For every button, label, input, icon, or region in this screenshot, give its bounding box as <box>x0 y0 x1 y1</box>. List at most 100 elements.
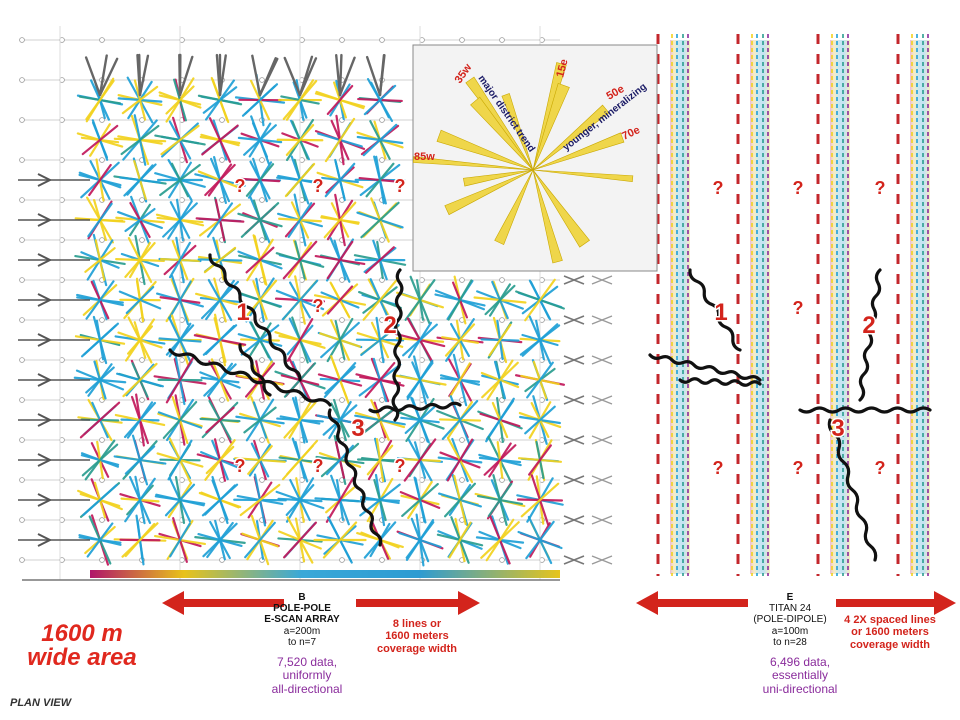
array-ray <box>98 54 108 97</box>
array-ray <box>125 285 155 315</box>
array-ray <box>282 240 318 280</box>
zone-label: ? <box>713 458 724 478</box>
array-ray <box>88 163 112 197</box>
left-array: E-SCAN ARRAY <box>264 614 340 626</box>
array-ray <box>360 323 400 357</box>
station-marker <box>339 277 345 283</box>
station-marker <box>339 37 345 43</box>
zone-label: ? <box>793 178 804 198</box>
array-ray <box>205 279 235 321</box>
array-ray <box>81 124 119 156</box>
station-marker <box>19 477 25 483</box>
station-marker <box>99 117 105 123</box>
array-ray <box>326 285 354 315</box>
array-ray <box>165 356 195 404</box>
coverage-arrows <box>162 591 956 615</box>
station-marker <box>19 517 25 523</box>
left-data-1: 7,520 data, <box>276 655 338 669</box>
array-ray <box>298 57 318 97</box>
station-marker <box>339 557 345 563</box>
array-ray <box>159 163 201 197</box>
array-ray <box>244 521 276 559</box>
array-ray <box>84 56 102 97</box>
right-data-2: essentially <box>771 668 829 683</box>
station-marker <box>499 277 505 283</box>
array-ray <box>203 246 237 274</box>
right-data-3: uni-directional <box>762 681 838 696</box>
station-marker <box>259 77 265 83</box>
array-ray <box>87 202 113 238</box>
zone-label: ? <box>313 176 324 196</box>
array-ray <box>168 280 192 320</box>
x-mark <box>563 395 585 405</box>
array-ray <box>403 438 437 482</box>
array-ray <box>406 361 434 399</box>
array-ray <box>326 84 354 116</box>
station-marker <box>99 37 105 43</box>
titan-band <box>670 40 690 574</box>
station-marker <box>19 357 25 363</box>
array-ray <box>328 400 352 440</box>
array-ray <box>86 522 114 558</box>
array-ray <box>282 521 318 559</box>
zone-label: ? <box>713 178 724 198</box>
x-mark <box>563 555 585 565</box>
titan-band <box>830 40 850 574</box>
array-ray <box>365 246 395 274</box>
array-ray <box>251 54 262 97</box>
left-depth: to n=7 <box>287 636 317 648</box>
array-ray <box>485 399 515 441</box>
x-mark <box>591 435 613 445</box>
station-marker <box>99 437 105 443</box>
station-marker <box>259 197 265 203</box>
array-ray <box>285 477 315 523</box>
right-depth: to n=28 <box>773 636 807 648</box>
array-ray <box>204 439 236 481</box>
array-ray <box>202 324 238 356</box>
array-ray <box>484 284 516 316</box>
array-ray <box>286 318 314 362</box>
array-ray <box>79 401 121 439</box>
left-spacing: a=200m <box>283 625 321 637</box>
station-marker <box>459 437 465 443</box>
fault-trace <box>827 418 878 562</box>
left-letter: B <box>298 592 306 603</box>
station-marker <box>19 37 25 43</box>
station-marker <box>19 157 25 163</box>
titan-band <box>750 40 770 574</box>
fault-trace <box>798 406 932 414</box>
array-ray <box>82 483 118 517</box>
array-ray <box>126 401 154 439</box>
array-ray <box>84 439 116 481</box>
array-ray <box>325 477 355 523</box>
station-marker <box>259 157 265 163</box>
fault-trace <box>648 353 762 382</box>
arrow-head <box>934 591 956 615</box>
zone-label: ? <box>313 296 324 316</box>
array-ray <box>362 279 398 321</box>
x-mark <box>563 435 585 445</box>
left-coverage-1: 8 lines or <box>392 618 442 630</box>
array-ray <box>324 117 356 163</box>
array-ray <box>178 55 194 97</box>
array-ray <box>239 483 281 517</box>
x-mark <box>591 395 613 405</box>
array-ray <box>401 483 439 517</box>
array-ray <box>326 240 354 280</box>
zone-label: 3 <box>831 415 844 442</box>
array-ray <box>520 482 560 518</box>
array-ray <box>338 53 343 97</box>
x-mark <box>563 515 585 525</box>
station-marker <box>99 157 105 163</box>
x-mark <box>591 275 613 285</box>
station-marker <box>219 157 225 163</box>
x-mark <box>563 315 585 325</box>
zone-label: ? <box>875 178 886 198</box>
zone-label: ? <box>235 456 246 476</box>
array-ray <box>404 405 436 435</box>
array-ray <box>218 54 227 97</box>
right-letter: E <box>786 592 794 603</box>
station-marker <box>499 557 505 563</box>
right-coverage-1: 4 2X spaced lines <box>844 614 936 626</box>
array-ray <box>286 444 314 476</box>
